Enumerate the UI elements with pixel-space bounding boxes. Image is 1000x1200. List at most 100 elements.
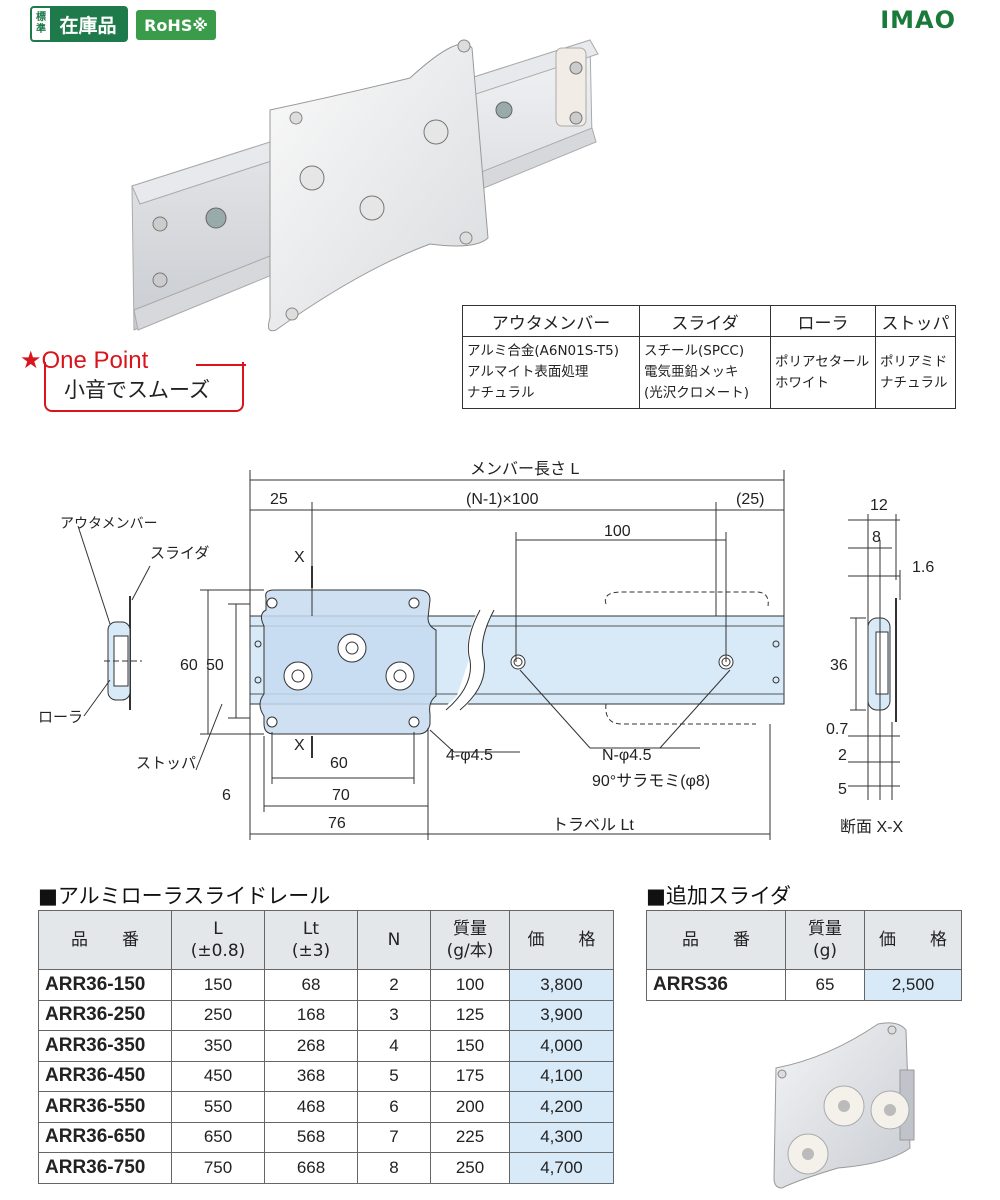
- materials-header: アウタメンバー: [462, 305, 640, 337]
- section-dim-5: 5: [838, 781, 847, 798]
- rail-price: 4,000: [509, 1030, 614, 1062]
- rail-header-l: L (±0.8): [171, 910, 265, 970]
- section-label: 断面 X-X: [840, 818, 903, 836]
- one-point-rule: [196, 364, 246, 366]
- section-mark-bottom: X: [294, 737, 305, 754]
- materials-line: ホワイト: [775, 374, 829, 391]
- badge-small-text: 標準: [36, 12, 46, 35]
- rail-cell: 150: [430, 1030, 510, 1062]
- rail-cell: 4: [357, 1030, 431, 1062]
- section-dim-0-7: 0.7: [826, 721, 848, 738]
- rail-cell: 5: [357, 1060, 431, 1092]
- rail-cell: 225: [430, 1121, 510, 1153]
- slider-cell: 65: [785, 969, 865, 1001]
- dim-100: 100: [604, 523, 631, 540]
- rail-cell: 568: [264, 1121, 358, 1153]
- dim-hole-n: N-φ4.5: [602, 747, 652, 764]
- rail-cell: 268: [264, 1030, 358, 1062]
- label-stopper: ストッパ: [136, 755, 196, 772]
- rail-cell: 250: [430, 1152, 510, 1184]
- one-point-frame: [44, 362, 244, 412]
- rail-cell: 200: [430, 1091, 510, 1123]
- dim-25-paren: (25): [736, 491, 764, 508]
- slider-price: 2,500: [864, 969, 962, 1001]
- materials-header: スライダ: [639, 305, 771, 337]
- rail-part-number: ARR36-250: [38, 999, 172, 1031]
- label-roller: ローラ: [38, 709, 83, 726]
- cross-section: [848, 514, 901, 800]
- dim-60: 60: [330, 755, 348, 772]
- dim-travel: トラベル Lt: [552, 817, 634, 834]
- rail-cell: 468: [264, 1091, 358, 1123]
- materials-header: ローラ: [770, 305, 876, 337]
- dim-76: 76: [328, 815, 346, 832]
- rail-table-title: ■アルミローラスライドレール: [38, 884, 331, 908]
- rail-cell: 8: [357, 1152, 431, 1184]
- rail-header-n: N: [357, 910, 431, 970]
- rail-part-number: ARR36-550: [38, 1091, 172, 1123]
- rail-cell: 368: [264, 1060, 358, 1092]
- materials-cell: ポリアミド ナチュラル: [875, 336, 956, 409]
- slider-part-number: ARRS36: [646, 969, 786, 1001]
- one-point-text: 小音でスムーズ: [64, 378, 210, 402]
- rail-price: 3,800: [509, 969, 614, 1001]
- materials-line: ナチュラル: [467, 385, 535, 401]
- materials-line: ポリアセタール: [775, 353, 870, 370]
- rail-cell: 350: [171, 1030, 265, 1062]
- rail-cell: 6: [357, 1091, 431, 1123]
- dim-50-vertical: 50: [206, 657, 224, 674]
- label-slider: スライダ: [150, 545, 209, 562]
- rail-price: 4,300: [509, 1121, 614, 1153]
- rail-cell: 668: [264, 1152, 358, 1184]
- section-mark-top: X: [294, 549, 305, 566]
- rail-part-number: ARR36-150: [38, 969, 172, 1001]
- rail-cell: 168: [264, 999, 358, 1031]
- dim-member-length: メンバー長さ L: [470, 460, 579, 478]
- label-outer-member: アウタメンバー: [60, 515, 158, 531]
- dim-60-vertical: 60: [180, 657, 198, 674]
- rail-spec-table: 品 番 L (±0.8) Lt (±3) N 質量 (g/本) 価 格 ARR3…: [38, 910, 614, 1184]
- dim-hole-4: 4-φ4.5: [446, 747, 493, 764]
- rail-cell: 3: [357, 999, 431, 1031]
- materials-line: スチール(SPCC): [644, 343, 745, 359]
- materials-cell: スチール(SPCC) 電気亜鉛メッキ (光沢クロメート): [639, 336, 771, 409]
- rail-part-number: ARR36-450: [38, 1060, 172, 1092]
- dim-70: 70: [332, 787, 350, 804]
- standard-stock-badge: 標準 在庫品: [30, 6, 128, 42]
- rail-cell: 2: [357, 969, 431, 1001]
- materials-line: ナチュラル: [880, 374, 948, 391]
- rail-cell: 450: [171, 1060, 265, 1092]
- one-point-title: ★One Point: [20, 347, 149, 374]
- rail-cell: 550: [171, 1091, 265, 1123]
- section-dim-1-6: 1.6: [912, 559, 934, 576]
- rail-cell: 250: [171, 999, 265, 1031]
- materials-cell: アルミ合金(A6N01S-T5) アルマイト表面処理 ナチュラル: [462, 336, 640, 409]
- slider-table-title: ■追加スライダ: [646, 884, 792, 908]
- dimension-drawing: アウタメンバー スライダ ローラ ストッパ: [38, 460, 934, 840]
- rail-part-number: ARR36-650: [38, 1121, 172, 1153]
- materials-line: アルミ合金(A6N01S-T5): [467, 343, 620, 359]
- dim-countersink: 90°サラモミ(φ8): [592, 773, 710, 790]
- rail-cell: 125: [430, 999, 510, 1031]
- rail-cell: 7: [357, 1121, 431, 1153]
- materials-line: アルマイト表面処理: [467, 364, 589, 380]
- materials-line: 電気亜鉛メッキ: [644, 364, 739, 380]
- dim-25: 25: [270, 491, 288, 508]
- materials-table: アウタメンバー スライダ ローラ ストッパ アルミ合金(A6N01S-T5) ア…: [462, 305, 956, 409]
- rail-cell: 650: [171, 1121, 265, 1153]
- rail-price: 4,700: [509, 1152, 614, 1184]
- rail-header-part: 品 番: [38, 910, 172, 970]
- side-view: [77, 525, 223, 771]
- rail-cell: 175: [430, 1060, 510, 1092]
- rail-price: 4,200: [509, 1091, 614, 1123]
- section-dim-8: 8: [872, 529, 881, 546]
- brand-logo: IMAO: [880, 6, 956, 34]
- materials-line: ポリアミド: [880, 353, 948, 370]
